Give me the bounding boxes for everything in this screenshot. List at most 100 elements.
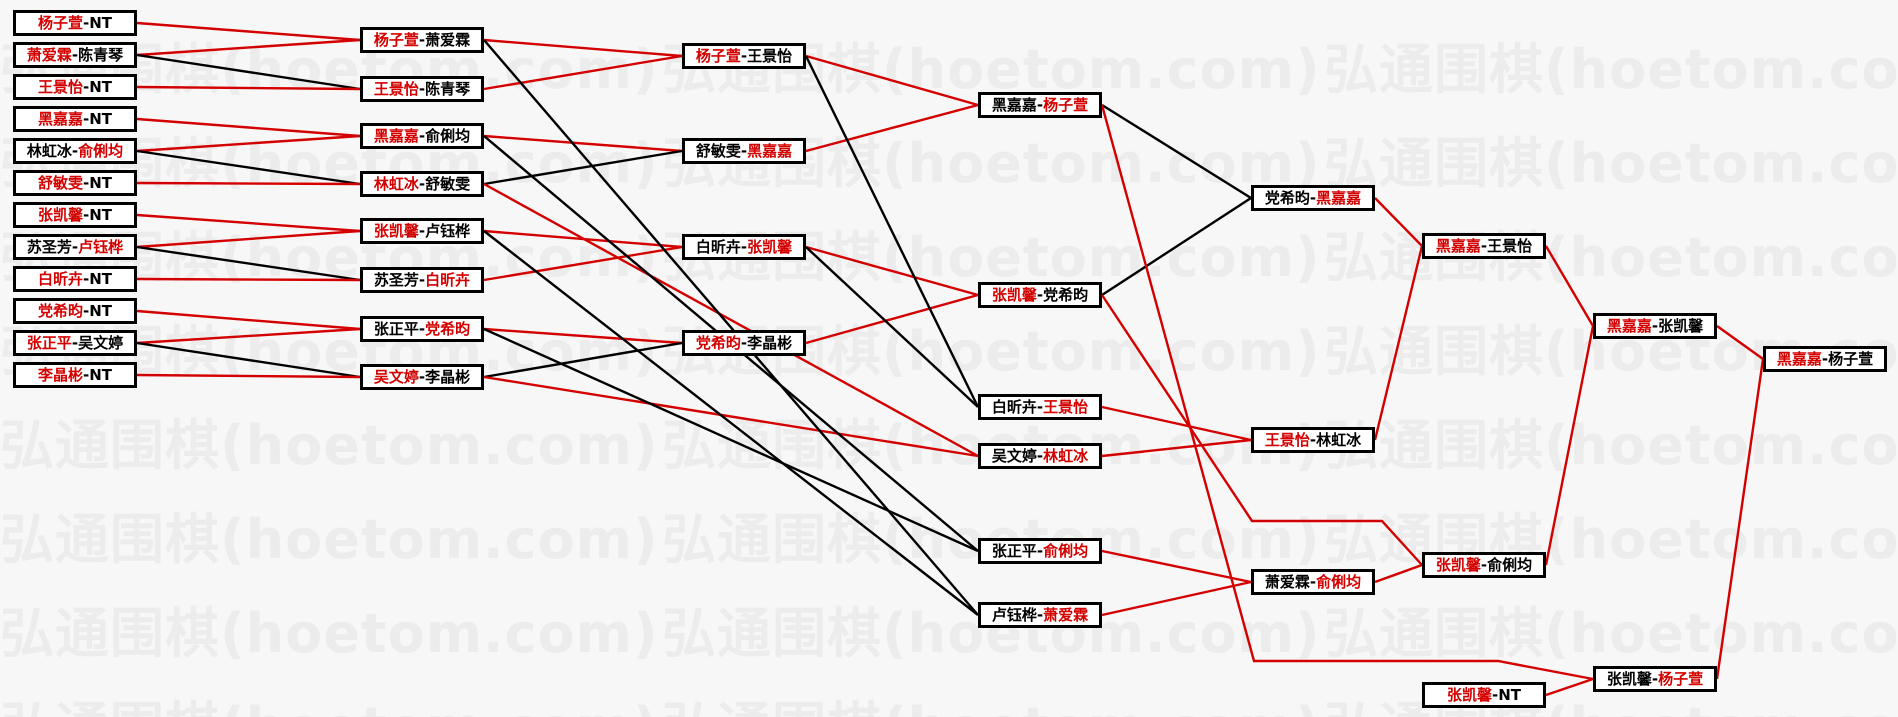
match-box[interactable]: 吴文婷-李晶彬	[360, 364, 484, 390]
watermark-text: 弘通围棋(hoetom.com)	[1324, 602, 1898, 665]
match-box[interactable]: 王景怡-林虹冰	[1251, 427, 1375, 453]
match-box[interactable]: 白昕卉-NT	[13, 266, 137, 292]
match-box[interactable]: 舒敏雯-NT	[13, 170, 137, 196]
match-box[interactable]: 杨子萱-王景怡	[682, 43, 806, 69]
vs-separator: -	[1651, 316, 1659, 335]
vs-separator: -	[1036, 95, 1044, 114]
match-box[interactable]: 王景怡-NT	[13, 74, 137, 100]
match-box[interactable]: 黑嘉嘉-王景怡	[1422, 233, 1546, 259]
vs-separator: -	[71, 45, 79, 64]
vs-separator: -	[82, 269, 90, 288]
match-box[interactable]: 白昕卉-张凯馨	[682, 234, 806, 260]
player2-name: 俞俐均	[1043, 541, 1089, 560]
loser-drop-line	[1101, 103, 1252, 200]
winner-advance-line	[136, 38, 361, 57]
match-box[interactable]: 张凯馨-卢钰桦	[360, 218, 484, 244]
vs-separator: -	[418, 30, 426, 49]
player1-name: 杨子萱	[37, 13, 83, 32]
match-box[interactable]: 张凯馨-NT	[13, 202, 137, 228]
player1-name: 党希昀	[37, 301, 83, 320]
player2-name: 陈青琴	[425, 79, 471, 98]
player2-name: NT	[89, 301, 113, 320]
vs-separator: -	[1036, 285, 1044, 304]
vs-separator: -	[71, 141, 79, 160]
winner-advance-line	[483, 134, 683, 153]
watermark-text: 弘通围棋(hoetom.com)	[0, 683, 659, 717]
match-box[interactable]: 杨子萱-NT	[13, 10, 137, 36]
match-box[interactable]: 黑嘉嘉-NT	[13, 106, 137, 132]
player2-name: 吴文婷	[78, 333, 124, 352]
winner-advance-line	[136, 309, 361, 331]
match-box[interactable]: 黑嘉嘉-俞俐均	[360, 123, 484, 149]
watermark-text: 弘通围棋(hoetom.com)	[1324, 414, 1898, 477]
player1-name: 吴文婷	[373, 367, 419, 386]
player2-name: 张凯馨	[1658, 316, 1704, 335]
match-box[interactable]: 党希昀-李晶彬	[682, 330, 806, 356]
winner-advance-line	[1101, 294, 1423, 566]
match-box[interactable]: 张凯馨-杨子萱	[1593, 666, 1717, 692]
player1-name: 舒敏雯	[37, 173, 83, 192]
loser-drop-line	[805, 246, 979, 408]
match-box[interactable]: 苏圣芳-白昕卉	[360, 267, 484, 293]
player1-name: 苏圣芳	[26, 237, 72, 256]
match-box[interactable]: 黑嘉嘉-张凯馨	[1593, 313, 1717, 339]
player1-name: 党希昀	[1264, 188, 1310, 207]
player1-name: 张正平	[26, 333, 72, 352]
player1-name: 王景怡	[373, 79, 419, 98]
vs-separator: -	[418, 367, 426, 386]
player1-name: 林虹冰	[26, 141, 72, 160]
match-box[interactable]: 林虹冰-俞俐均	[13, 138, 137, 164]
vs-separator: -	[1309, 572, 1317, 591]
winner-advance-line	[136, 117, 361, 138]
watermark-text: 弘通围棋(hoetom.com)	[0, 414, 659, 477]
match-box[interactable]: 张正平-俞俐均	[978, 538, 1102, 564]
player2-name: 白昕卉	[425, 270, 471, 289]
loser-drop-line	[136, 53, 361, 91]
player2-name: 李晶彬	[747, 333, 793, 352]
match-box[interactable]: 舒敏雯-黑嘉嘉	[682, 138, 806, 164]
vs-separator: -	[1309, 430, 1317, 449]
match-box[interactable]: 王景怡-陈青琴	[360, 76, 484, 102]
player1-name: 吴文婷	[991, 446, 1037, 465]
match-box[interactable]: 张正平-吴文婷	[13, 330, 137, 356]
player2-name: 李晶彬	[425, 367, 471, 386]
vs-separator: -	[1480, 555, 1488, 574]
player1-name: 张正平	[991, 541, 1037, 560]
winner-advance-line	[136, 277, 361, 282]
match-box[interactable]: 苏圣芳-卢钰桦	[13, 234, 137, 260]
vs-separator: -	[418, 174, 426, 193]
match-box[interactable]: 萧爱霖-陈青琴	[13, 42, 137, 68]
match-box[interactable]: 张凯馨-NT	[1422, 682, 1546, 708]
player1-name: 王景怡	[37, 77, 83, 96]
winner-advance-line	[1715, 358, 1765, 680]
player2-name: 萧爱霖	[425, 30, 471, 49]
match-box[interactable]: 张正平-党希昀	[360, 316, 484, 342]
player1-name: 杨子萱	[695, 46, 741, 65]
player1-name: 张凯馨	[1446, 685, 1492, 704]
loser-drop-line	[483, 230, 979, 616]
match-box[interactable]: 白昕卉-王景怡	[978, 394, 1102, 420]
match-box[interactable]: 张凯馨-俞俐均	[1422, 552, 1546, 578]
loser-drop-line	[483, 39, 979, 616]
match-box[interactable]: 杨子萱-萧爱霖	[360, 27, 484, 53]
player1-name: 黑嘉嘉	[37, 109, 83, 128]
player2-name: 陈青琴	[78, 45, 124, 64]
match-box[interactable]: 黑嘉嘉-杨子萱	[978, 92, 1102, 118]
match-box[interactable]: 张凯馨-党希昀	[978, 282, 1102, 308]
match-box[interactable]: 卢钰桦-萧爱霖	[978, 602, 1102, 628]
match-box[interactable]: 党希昀-黑嘉嘉	[1251, 185, 1375, 211]
player1-name: 萧爱霖	[1264, 572, 1310, 591]
match-box[interactable]: 林虹冰-舒敏雯	[360, 171, 484, 197]
player1-name: 白昕卉	[37, 269, 83, 288]
match-box[interactable]: 黑嘉嘉-杨子萱	[1763, 346, 1887, 372]
player2-name: 舒敏雯	[425, 174, 471, 193]
match-box[interactable]: 李晶彬-NT	[13, 362, 137, 388]
winner-advance-line	[483, 375, 979, 458]
winner-advance-line	[136, 229, 361, 249]
match-box[interactable]: 党希昀-NT	[13, 298, 137, 324]
match-box[interactable]: 吴文婷-林虹冰	[978, 443, 1102, 469]
match-box[interactable]: 萧爱霖-俞俐均	[1251, 569, 1375, 595]
winner-advance-line	[136, 21, 361, 42]
